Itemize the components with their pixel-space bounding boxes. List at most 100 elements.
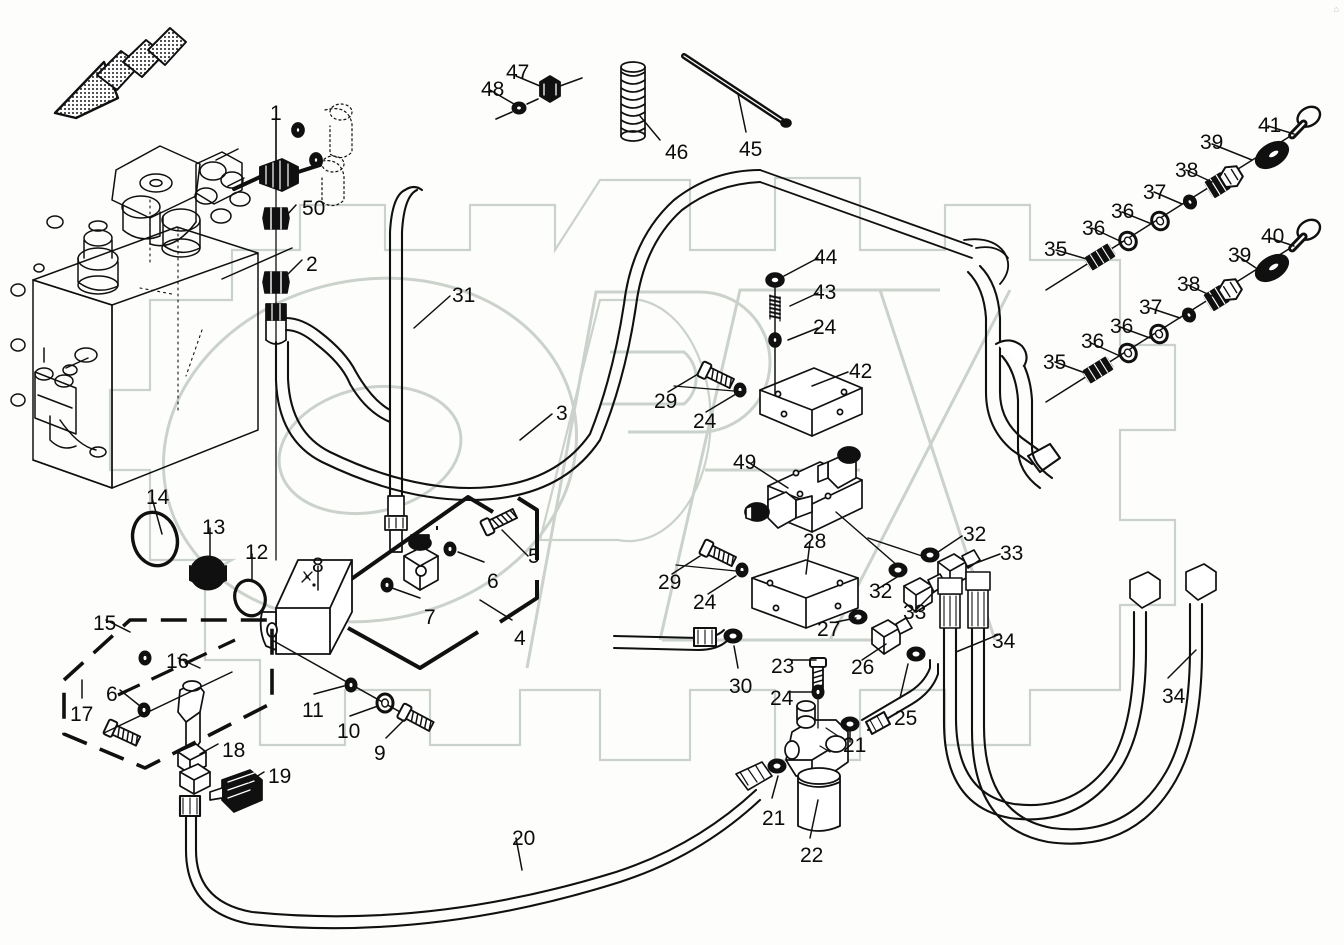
hose-34-pair [942, 602, 1204, 845]
hydraulic-tank-assembly [10, 145, 259, 489]
callout-40: 40 [1261, 225, 1285, 248]
callout-17: 17 [70, 703, 94, 726]
callout-8: 8 [312, 554, 324, 577]
washer-7 [380, 577, 394, 593]
oring-14 [130, 510, 180, 568]
hose-30 [613, 627, 729, 651]
spring-43 [769, 294, 781, 322]
callout-27: 27 [817, 618, 841, 641]
callout-12: 12 [245, 541, 269, 564]
gear-watermark-icon [108, 176, 1177, 762]
callout-10: 10 [337, 720, 361, 743]
callout-23: 23 [771, 655, 795, 678]
nut-32a [920, 547, 940, 563]
callout-35: 35 [1044, 238, 1068, 261]
callout-38: 38 [1177, 273, 1201, 296]
callout-39: 39 [1200, 131, 1224, 154]
washer-6a [443, 541, 457, 557]
callout-41: 41 [1258, 114, 1282, 137]
callout-49: 49 [733, 451, 757, 474]
callout-44: 44 [814, 246, 838, 269]
filter-bowl-22 [797, 767, 841, 832]
callout-22: 22 [800, 844, 824, 867]
watermark-letter-D [538, 298, 712, 543]
hose-3-right-end [759, 169, 1010, 285]
part-48-washer [495, 98, 539, 120]
tank-hidden-edges [139, 199, 203, 415]
callout-33: 33 [903, 601, 927, 624]
callout-24: 24 [693, 410, 717, 433]
screw-5 [478, 505, 520, 537]
part-47-nut [539, 75, 583, 103]
spacer-13 [189, 555, 227, 591]
hose-3 [274, 168, 762, 502]
callout-16: 16 [166, 650, 190, 673]
screw-29b [697, 538, 739, 570]
hose-return-upper [966, 264, 1062, 474]
callout-21: 21 [762, 807, 786, 830]
callout-35: 35 [1043, 351, 1067, 374]
callout-4: 4 [514, 627, 526, 650]
callout-43: 43 [813, 281, 837, 304]
callout-31: 31 [452, 284, 476, 307]
nut-26-joint [906, 646, 926, 662]
rod-45 [681, 53, 792, 128]
callout-45: 45 [739, 138, 763, 161]
callout-32: 32 [963, 523, 987, 546]
callout-50: 50 [302, 197, 326, 220]
hose-31 [388, 185, 424, 498]
screw-29a [695, 360, 737, 392]
callout-24: 24 [813, 316, 837, 339]
callout-21: 21 [843, 734, 867, 757]
callout-37: 37 [1143, 181, 1167, 204]
solenoid-fastener-chain [271, 639, 419, 723]
screw-17 [101, 718, 143, 750]
callout-13: 13 [202, 516, 226, 539]
callout-15: 15 [93, 612, 117, 635]
hose-20-end-fitting [735, 761, 773, 791]
nut-21a [767, 758, 787, 774]
callout-33: 33 [1000, 542, 1024, 565]
fitting-stack-1-50-2 [232, 103, 353, 561]
callout-1: 1 [270, 102, 282, 125]
quick-coupler-19 [209, 769, 263, 813]
hose-31-end-fitting [384, 495, 408, 553]
callout-36: 36 [1111, 200, 1135, 223]
stack-44-43-24 [765, 272, 785, 396]
callout-38: 38 [1175, 159, 1199, 182]
callout-36: 36 [1081, 330, 1105, 353]
callout-6: 6 [106, 683, 118, 706]
callout-11: 11 [302, 699, 324, 722]
nut-30 [723, 628, 743, 644]
washer-16 [138, 650, 152, 666]
callout-39: 39 [1228, 244, 1252, 267]
valve-block-28 [751, 559, 859, 629]
corner-mark: ⌂ [1333, 4, 1340, 14]
callout-18: 18 [222, 739, 246, 762]
callout-46: 46 [665, 141, 689, 164]
oring-12 [233, 578, 267, 618]
callout-26: 26 [851, 656, 875, 679]
washer-11 [344, 677, 358, 693]
callout-42: 42 [849, 360, 873, 383]
callout-24: 24 [770, 687, 794, 710]
hose-return-lower [994, 339, 1054, 490]
solenoid-8 [259, 559, 353, 655]
washer-10 [375, 692, 395, 714]
spring-46 [620, 61, 646, 142]
chain-upper-right [1045, 103, 1324, 291]
bracket-16-dash [117, 638, 236, 697]
callout-6: 6 [487, 570, 499, 593]
callout-34: 34 [1162, 685, 1186, 708]
washer-24d [735, 562, 749, 578]
callout-29: 29 [658, 571, 682, 594]
callout-9: 9 [374, 742, 386, 765]
callout-36: 36 [1082, 217, 1106, 240]
callout-36: 36 [1110, 315, 1134, 338]
callout-24: 24 [693, 591, 717, 614]
valve-block-42 [759, 367, 863, 437]
callout-3: 3 [556, 402, 568, 425]
watermark-letter-P [525, 290, 772, 669]
callout-14: 14 [146, 486, 170, 509]
